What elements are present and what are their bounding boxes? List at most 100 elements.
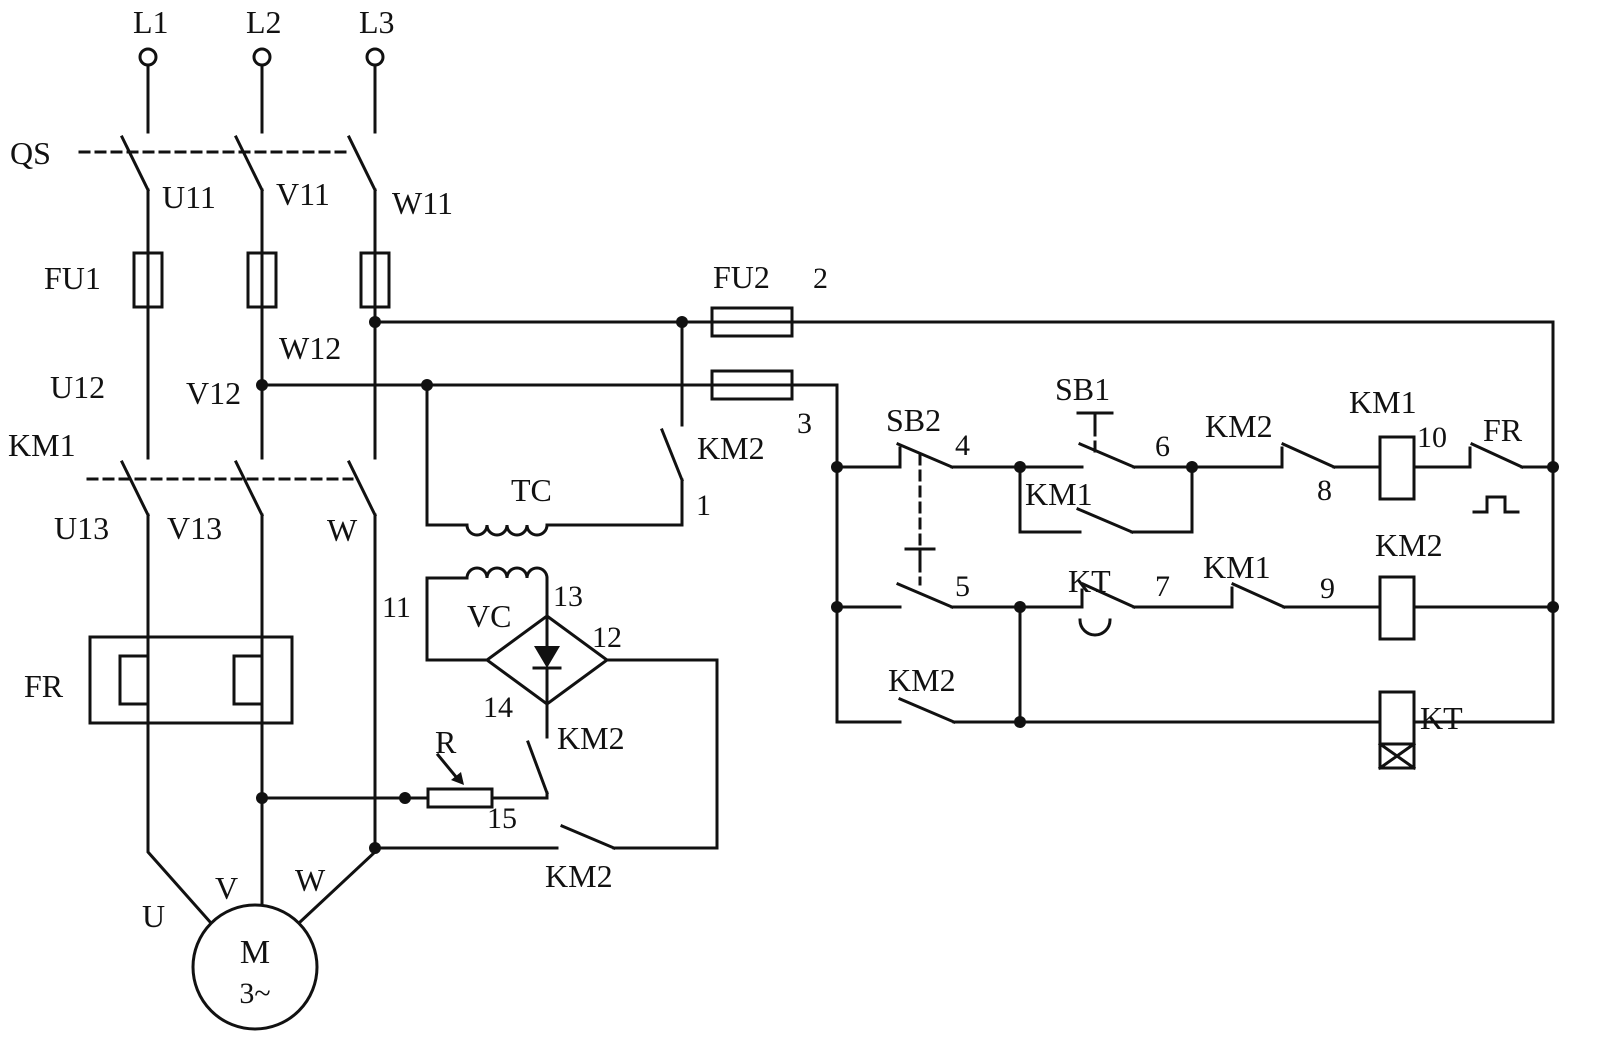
vc-rectifier: VC 13 12 14 (467, 580, 719, 850)
wire-label-11: 11 (382, 591, 411, 624)
label-motor-w: W (295, 862, 326, 898)
km2-vc-contact: KM2 (526, 720, 625, 800)
fr-thermal-overload: FR (24, 635, 294, 725)
wire-label-10: 10 (1417, 421, 1447, 454)
wire-label-14: 14 (483, 691, 513, 724)
junction-dot (676, 316, 688, 328)
wire-label-9: 9 (1320, 572, 1335, 605)
kt-coil-box (1378, 690, 1416, 770)
fu1-fuse-w (359, 251, 391, 309)
kt-coil-x (1377, 741, 1417, 771)
wire-label-2: 2 (813, 262, 828, 295)
vc-output-right (605, 658, 719, 850)
rung1-start-stop: SB2 4 SB1 KM1 6 KM2 8 KM1 10 FR (835, 371, 1555, 586)
label-w13: W (327, 512, 358, 548)
wire-label-3: 3 (797, 407, 812, 440)
tc-secondary (425, 566, 549, 662)
junction-dot (1547, 461, 1559, 473)
label-kt-coil: KT (1420, 700, 1463, 736)
label-fr-nc: FR (1483, 412, 1523, 448)
sb1-no-blade (1078, 442, 1136, 469)
label-l2: L2 (246, 4, 282, 40)
km2-coil-box (1378, 575, 1416, 641)
sb1-plunger (1076, 411, 1114, 428)
km2-brake-contact: KM2 (373, 824, 719, 894)
label-motor-3ph: 3~ (239, 977, 270, 1010)
label-motor-v: V (215, 870, 238, 906)
label-u11: U11 (162, 179, 216, 215)
junction-dot (256, 792, 268, 804)
wire-label-6: 6 (1155, 430, 1170, 463)
junction-dot (1547, 601, 1559, 613)
label-km1-aux: KM1 (1025, 476, 1093, 512)
km1-coil-box (1378, 435, 1416, 501)
label-fu1: FU1 (44, 260, 101, 296)
junction-dot (1014, 716, 1026, 728)
label-km1-coil: KM1 (1349, 384, 1417, 420)
rung3-kt-coil: KM2 KT (835, 605, 1555, 771)
wire-label-8: 8 (1317, 474, 1332, 507)
label-v12: V12 (186, 375, 241, 411)
junction-dot (256, 379, 268, 391)
fu1-fuse-u (132, 251, 164, 309)
brake-line (373, 824, 719, 850)
kt-delay-symbol (1078, 618, 1112, 637)
label-motor-m: M (240, 934, 270, 971)
junction-dot (1186, 461, 1198, 473)
fu2-fuse-a (710, 306, 794, 338)
vc-diode-triangle (534, 646, 560, 668)
fu2-fuse-b (710, 369, 794, 401)
km1-aux-branch (1018, 465, 1194, 534)
label-fr-heater: FR (24, 668, 64, 704)
junction-dot (421, 379, 433, 391)
fu1-fuses: FU1 U12 V12 W12 (44, 251, 391, 411)
rung2-km2-coil: 5 KT 7 KM1 9 KM2 (835, 527, 1555, 641)
label-kt-nc: KT (1068, 563, 1111, 599)
control-supply-wires: FU2 2 3 (260, 259, 1555, 724)
km2-tc-contact: KM2 1 (660, 320, 765, 527)
wire-label-5: 5 (955, 570, 970, 603)
qs-disconnect-switch: QS U11 V11 W11 (10, 134, 453, 221)
resistor-arrow-head (451, 772, 464, 785)
label-u13: U13 (54, 510, 109, 546)
fr-heater-u (118, 654, 150, 706)
label-km1-nc: KM1 (1203, 549, 1271, 585)
sb2-nc-blade (896, 442, 954, 469)
label-vc: VC (467, 598, 511, 634)
motor-circle (191, 903, 319, 1031)
label-motor-u: U (142, 898, 165, 934)
junction-dot (831, 601, 843, 613)
wire-2 (373, 320, 1555, 724)
km2-vc-contact-lines (526, 740, 549, 800)
label-v13: V13 (167, 510, 222, 546)
wire-label-1: 1 (696, 489, 711, 522)
wire-label-4: 4 (955, 429, 970, 462)
label-w11: W11 (392, 185, 453, 221)
resistor-body (426, 787, 494, 809)
braking-resistor: R 15 (260, 724, 549, 835)
wire-label-7: 7 (1155, 570, 1170, 603)
label-v11: V11 (276, 176, 330, 212)
terminal-l1 (138, 47, 158, 67)
junction-dots (256, 316, 1559, 854)
label-km1-main: KM1 (8, 427, 76, 463)
label-km2-nc: KM2 (1205, 408, 1273, 444)
label-km2-coil: KM2 (1375, 527, 1443, 563)
terminal-l2 (252, 47, 272, 67)
motor: M 3~ U V W (142, 862, 326, 1031)
km2-aux-blade (898, 697, 956, 724)
tc-primary (425, 383, 684, 537)
qs-blades (119, 134, 378, 193)
km2-tc-contact-lines (660, 320, 684, 527)
sb2-no-blade (896, 582, 954, 609)
fr-heater-v (232, 654, 264, 706)
junction-dot (1014, 461, 1026, 473)
label-l3: L3 (359, 4, 395, 40)
tc-transformer: TC 11 (382, 383, 684, 662)
wire-label-13: 13 (553, 580, 583, 613)
fr-nc-blade (1468, 442, 1524, 469)
label-qs: QS (10, 135, 51, 171)
km2-nc-blade (1280, 442, 1336, 469)
